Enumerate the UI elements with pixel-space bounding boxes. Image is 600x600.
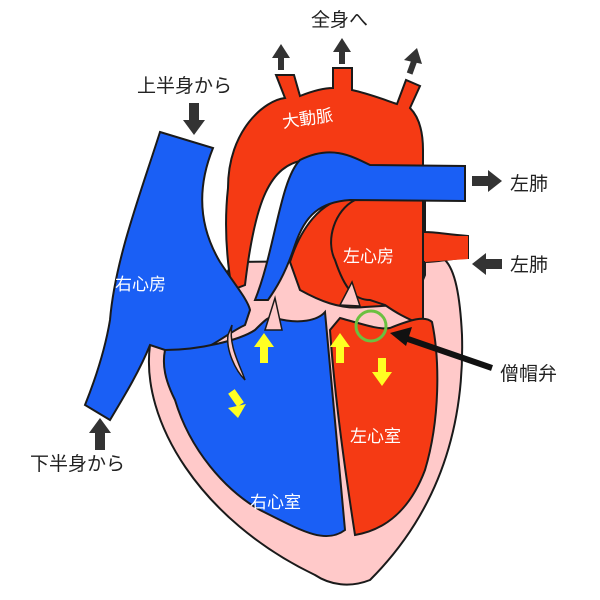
arrow-from-lower-body — [89, 418, 111, 450]
pulmonary-vein-lower — [425, 236, 468, 262]
flow-arrow-left-ventricle-down — [372, 358, 392, 386]
arrow-to-left-lung-top — [472, 170, 502, 192]
mitral-valve-pointer-head — [390, 327, 412, 346]
flow-arrow-right-ventricle-down — [228, 389, 246, 418]
label-from-lower-body: 下半身から — [30, 453, 125, 475]
label-whole-body: 全身へ — [311, 9, 368, 31]
mitral-valve-marker — [354, 309, 388, 343]
right-ventricle — [162, 309, 347, 538]
label-mitral-valve: 僧帽弁 — [500, 363, 557, 385]
label-left-atrium: 左心房 — [343, 247, 394, 267]
label-right-ventricle: 右心室 — [250, 493, 301, 513]
arrow-from-left-lung-bottom — [472, 253, 502, 275]
arrow-aorta-branch-middle — [333, 38, 351, 64]
arrow-aorta-branch-right — [404, 48, 422, 75]
label-right-atrium: 右心房 — [115, 275, 166, 295]
right-atrium — [83, 130, 252, 422]
pulmonary-valve-leaflet — [263, 295, 283, 331]
label-left-lung-bottom: 左肺 — [510, 254, 548, 276]
arrow-aorta-branch-left — [272, 44, 290, 70]
arrow-from-upper-body — [183, 103, 205, 135]
aorta — [225, 67, 424, 327]
label-left-ventricle: 左心室 — [350, 427, 401, 447]
label-left-lung-top: 左肺 — [510, 173, 548, 195]
mitral-valve-pointer-line — [404, 335, 493, 371]
label-from-upper-body: 上半身から — [137, 75, 232, 97]
left-ventricle — [328, 316, 439, 537]
pulmonary-artery — [253, 151, 466, 301]
aortic-valve-leaflet — [338, 280, 362, 307]
flow-arrow-left-ventricle-up — [330, 333, 350, 363]
tricuspid-valve-leaflet — [226, 324, 246, 381]
flow-arrow-right-atrium-to-ventricle — [254, 333, 274, 363]
